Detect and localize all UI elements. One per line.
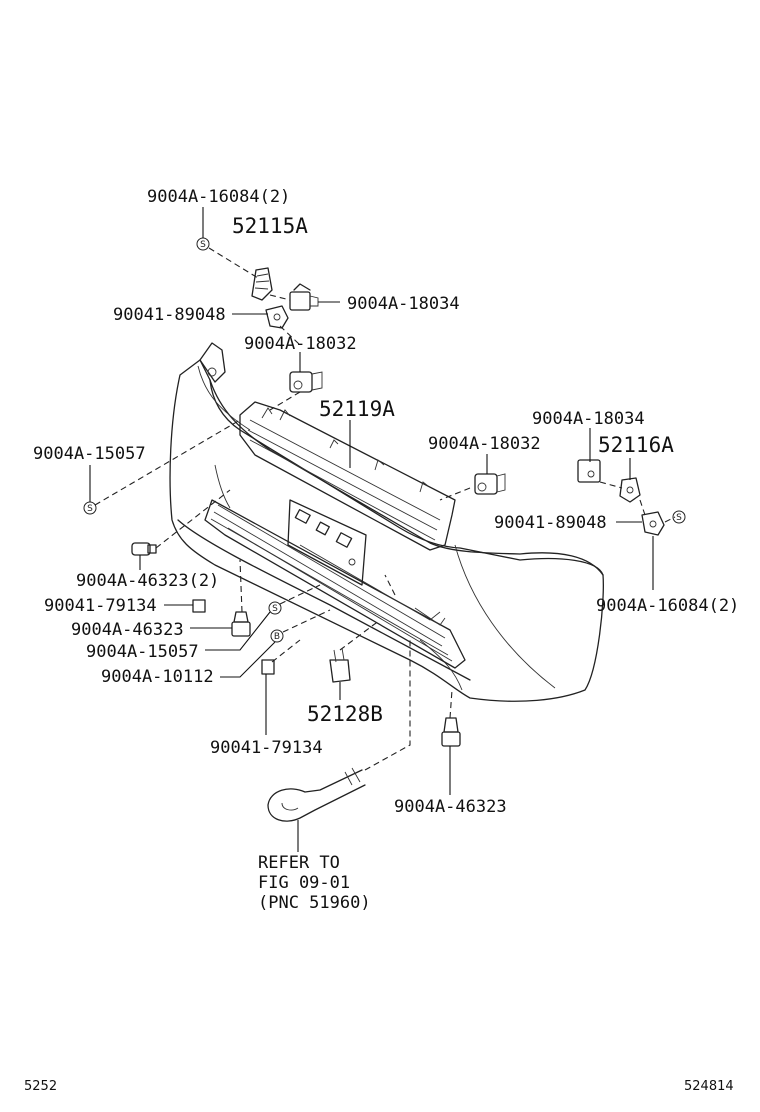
retainer-52115A-part xyxy=(251,267,273,301)
lower-grille xyxy=(204,499,466,669)
label-90041-89048-left: 90041-89048 xyxy=(113,305,226,325)
label-9004A-46323-bottom: 9004A-46323 xyxy=(394,797,507,817)
tow-hook-part xyxy=(267,767,366,822)
nut-89048-right-part xyxy=(641,511,665,536)
leader-lines xyxy=(89,207,654,852)
label-refer-line1: REFER TO xyxy=(258,853,340,873)
svg-text:S: S xyxy=(676,513,682,523)
symbol-s-top: S xyxy=(196,237,210,251)
svg-text:S: S xyxy=(87,504,93,514)
label-9004A-18032-upper: 9004A-18032 xyxy=(244,334,357,354)
bumper-cover xyxy=(169,342,604,702)
label-refer-line3: (PNC 51960) xyxy=(258,893,371,913)
label-9004A-16084-top: 9004A-16084(2) xyxy=(147,187,290,207)
label-9004A-18034-upper: 9004A-18034 xyxy=(347,294,460,314)
label-9004A-46323-left: 9004A-46323 xyxy=(71,620,184,640)
symbol-s-left: S xyxy=(83,501,97,515)
label-52119A: 52119A xyxy=(319,397,395,421)
license-plate-mount xyxy=(287,499,367,586)
label-90041-79134-bottom: 90041-79134 xyxy=(210,738,323,758)
footer-right-code: 524814 xyxy=(684,1079,734,1094)
symbol-s-right: S xyxy=(672,510,686,524)
clip-18032-upper-part xyxy=(289,371,323,393)
svg-text:S: S xyxy=(272,604,278,614)
label-9004A-46323-2: 9004A-46323(2) xyxy=(76,571,219,591)
label-90041-89048-right: 90041-89048 xyxy=(494,513,607,533)
label-9004A-15057-mid: 9004A-15057 xyxy=(86,642,199,662)
label-9004A-18032-right: 9004A-18032 xyxy=(428,434,541,454)
fastener-46323-left-part xyxy=(231,611,251,637)
clip-18034-right-part xyxy=(577,459,601,483)
nut-89048-left-part xyxy=(265,305,289,329)
label-9004A-15057-left: 9004A-15057 xyxy=(33,444,146,464)
label-52128B: 52128B xyxy=(307,702,383,726)
label-52116A: 52116A xyxy=(598,433,674,457)
fastener-46323-bottom-part xyxy=(441,717,461,747)
clip-79134-bottom-part xyxy=(261,659,275,675)
footer: 5252 524814 xyxy=(24,1079,734,1094)
label-9004A-10112: 9004A-10112 xyxy=(101,667,214,687)
label-9004A-16084-right: 9004A-16084(2) xyxy=(596,596,739,616)
assembly-dash-lines xyxy=(94,247,676,771)
label-52115A: 52115A xyxy=(232,214,308,238)
clip-18034-upper-part xyxy=(289,283,319,311)
label-refer-line2: FIG 09-01 xyxy=(258,873,350,893)
symbol-b: B xyxy=(270,629,284,643)
part-labels: 9004A-16084(2) 52115A 9004A-18034 90041-… xyxy=(33,187,739,913)
bracket-52128B-part xyxy=(329,647,351,683)
svg-text:B: B xyxy=(274,632,280,642)
clip-79134-left-part xyxy=(192,599,206,613)
clip-18032-right-part xyxy=(474,473,506,495)
retainer-52116A-part xyxy=(619,477,641,503)
label-90041-79134-left: 90041-79134 xyxy=(44,596,157,616)
fastener-46323-2-part xyxy=(131,542,157,556)
footer-left-code: 5252 xyxy=(24,1079,57,1094)
label-9004A-18034-right: 9004A-18034 xyxy=(532,409,645,429)
svg-text:S: S xyxy=(200,240,206,250)
symbol-s-mid: S xyxy=(268,601,282,615)
upper-grille xyxy=(239,401,456,551)
